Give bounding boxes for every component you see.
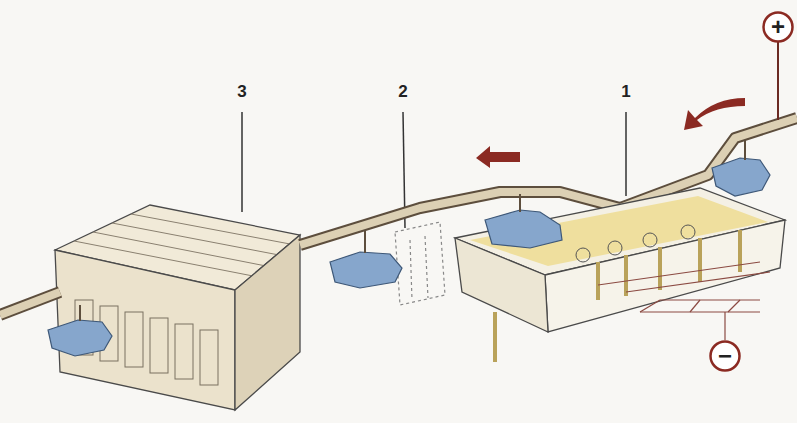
leader-line [625,112,627,196]
direction-arrow [684,98,745,130]
callout-number: 1 [619,82,632,102]
leader-line [241,112,243,212]
rinse-booth [395,222,445,305]
callout-number: 2 [396,82,409,102]
polarity-sign: − [709,344,741,368]
supply-wire [777,42,779,120]
car-body [48,158,770,356]
electrode [598,230,740,300]
polarity-circle: + [762,11,794,43]
dip-tank [455,188,785,362]
drying-oven [55,205,300,410]
polarity-sign: + [762,15,794,39]
callout-number: 3 [235,82,248,102]
hanger [80,140,745,321]
conveyor-rail [0,118,797,315]
polarity-circle: − [709,340,741,372]
cathode-wires [598,262,770,340]
direction-arrow [476,146,520,168]
